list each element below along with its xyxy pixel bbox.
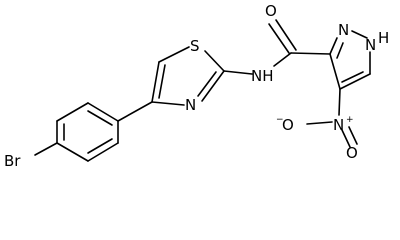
chemical-structure-diagram: O N N H S N NH N + O − O Br <box>4 2 389 170</box>
bond-c-br <box>34 142 58 156</box>
bond-thiazole-c4-c5 <box>151 61 160 103</box>
bond-c2-nh <box>223 70 253 75</box>
bond-pyrazole-c3-n2-inner <box>336 42 344 59</box>
atom-o-nitro-double: O <box>346 144 358 162</box>
atom-n-nitro: N <box>333 116 344 134</box>
bond-thiazole-s-c2 <box>204 50 225 72</box>
atom-n-pyrazole-1: N <box>365 36 376 54</box>
bond-pyrazole-c4-c3 <box>329 53 341 90</box>
bond-thiazole-c4-c5-inner <box>158 64 166 99</box>
bond-benzene-1 <box>87 102 119 122</box>
bond-pyrazole-c3-n2 <box>329 37 338 55</box>
charge-minus-nitro-o: − <box>276 115 284 125</box>
bond-c4-nitro <box>338 88 341 116</box>
bond-benzene-1-inner <box>87 110 113 126</box>
charge-plus-nitro-n: + <box>346 115 354 125</box>
bond-c-o-double-2 <box>275 19 297 51</box>
bonds <box>34 19 371 162</box>
bond-benzene-5-inner <box>87 138 113 154</box>
atom-o-nitro-minus: O <box>282 116 294 134</box>
atom-n-thiazole: N <box>185 96 196 114</box>
bond-carbonyl-pyrazole <box>290 52 331 55</box>
bond-thiazole-n3-c4 <box>151 101 185 106</box>
bond-thiazole-c2-n3 <box>201 70 225 102</box>
bond-nh-carbonyl <box>273 52 292 67</box>
atom-h-pyrazole-1: H <box>378 29 389 47</box>
atom-s-thiazole: S <box>190 37 200 55</box>
bond-pyrazole-n2-n1 <box>351 30 368 39</box>
bond-pyrazole-c5-c4-inner <box>341 71 364 83</box>
bond-benzene-4 <box>56 142 89 162</box>
bond-benzene-5 <box>87 142 119 162</box>
bond-thiazole-c5-s <box>158 46 190 63</box>
bond-phenyl-thiazole <box>117 101 153 122</box>
bond-pyrazole-c5-c4 <box>339 73 371 90</box>
bond-nitro-n-o-double-2 <box>348 126 358 145</box>
atom-nh-amide: NH <box>251 67 274 85</box>
bond-nitro-n-o-double-1 <box>341 129 351 148</box>
bond-nitro-n-o-minus <box>306 121 333 125</box>
atom-o-carbonyl: O <box>265 2 277 20</box>
bond-c-o-double-1 <box>268 23 290 54</box>
atom-n-pyrazole-2: N <box>338 21 349 39</box>
bond-thiazole-c2-n3-inner <box>197 71 217 97</box>
atom-br: Br <box>4 152 21 170</box>
atom-labels: O N N H S N NH N + O − O Br <box>4 2 389 170</box>
bond-benzene-2 <box>56 102 89 122</box>
